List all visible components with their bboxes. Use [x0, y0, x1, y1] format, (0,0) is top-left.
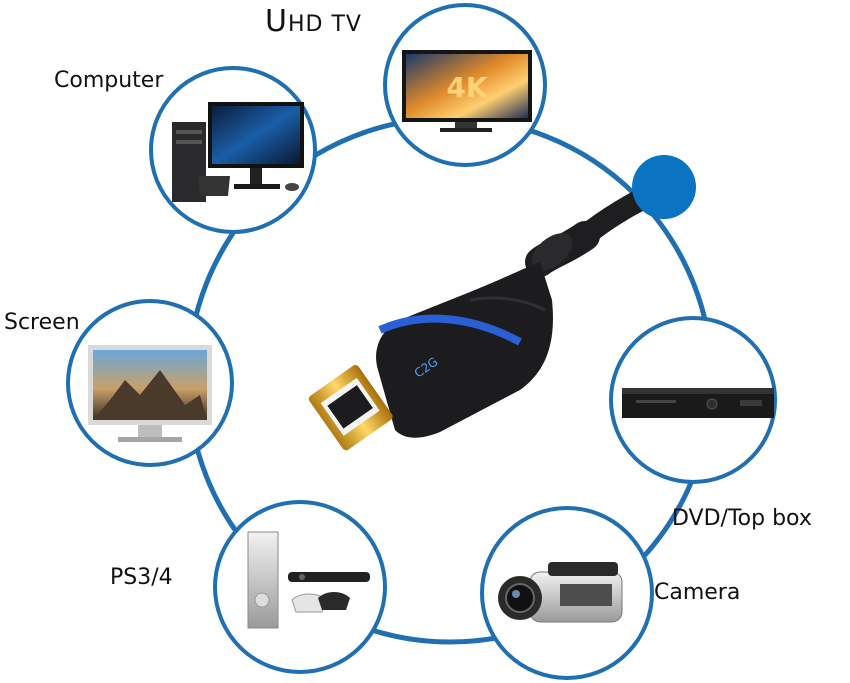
uhd-tv-node[interactable]: 4K — [383, 3, 547, 167]
label-screen: Screen — [4, 310, 80, 335]
hdmi-cable: C2G — [308, 176, 675, 451]
label-computer: Computer — [54, 68, 164, 93]
dvd-top-box-node[interactable] — [609, 316, 777, 484]
label-uhd-tv: UHD TV — [265, 4, 362, 39]
label-camera: Camera — [654, 580, 741, 605]
dvd-player-icon — [622, 388, 774, 418]
computer-node[interactable] — [149, 66, 317, 234]
tv-icon: 4K — [402, 50, 532, 132]
hdmi-plug — [308, 365, 393, 451]
game-console-icon — [247, 531, 370, 629]
ps3-4-node[interactable] — [213, 500, 387, 674]
screen-node[interactable] — [66, 299, 234, 467]
label-uhd-tv-initial: U — [265, 4, 288, 39]
label-ps3-4: PS3/4 — [110, 565, 173, 590]
label-dvd-top-box: DVD/Top box — [672, 506, 812, 531]
camcorder-icon — [498, 562, 623, 623]
monitor-icon — [88, 345, 212, 442]
ring-hub-dot — [632, 155, 696, 219]
label-uhd-tv-rest: HD TV — [287, 12, 362, 37]
desktop-computer-icon — [172, 102, 304, 202]
camera-node[interactable] — [480, 506, 654, 680]
tv-screen-4k: 4K — [446, 71, 488, 104]
